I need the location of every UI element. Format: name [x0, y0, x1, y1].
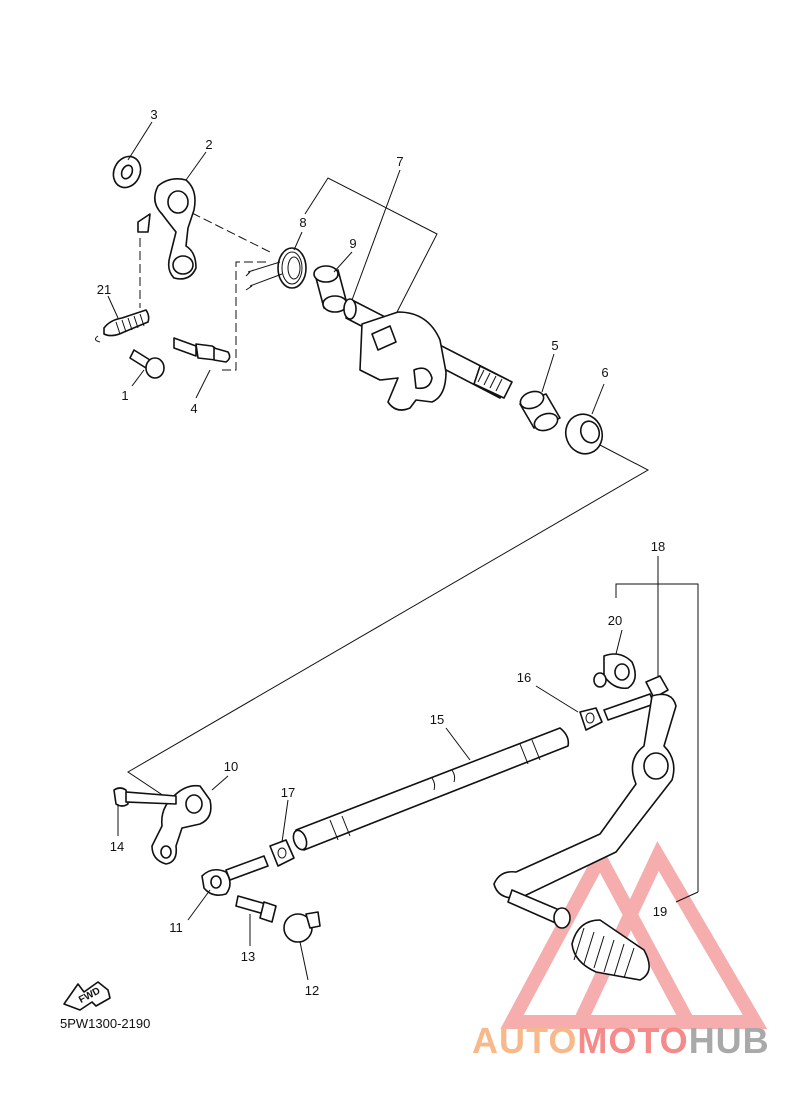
- watermark-hub: HUB: [688, 1020, 770, 1061]
- callout-19: 19: [653, 904, 667, 919]
- dashed-line-6-to-10: [127, 443, 650, 801]
- part-11-rod-end: [201, 855, 269, 896]
- part-21-spring: [94, 309, 150, 343]
- part-12-cap: [283, 911, 321, 943]
- callout-13: 13: [241, 949, 255, 964]
- callout-2: 2: [205, 137, 212, 152]
- callout-21: 21: [97, 282, 111, 297]
- part-4-pin-bolt: [173, 337, 231, 363]
- callout-4: 4: [190, 401, 197, 416]
- part-13-bolt: [235, 895, 277, 923]
- callout-1: 1: [121, 388, 128, 403]
- diagram-code: 5PW1300-2190: [60, 1016, 151, 1031]
- fwd-arrow-icon: FWD: [63, 981, 111, 1011]
- leader-lines: [107, 121, 699, 981]
- callout-7: 7: [396, 154, 403, 169]
- callout-11: 11: [169, 920, 183, 935]
- callout-5: 5: [551, 338, 558, 353]
- part-9-collar: [313, 265, 348, 313]
- watermark-text: AUTOMOTOHUB: [472, 1020, 770, 1062]
- callout-16: 16: [517, 670, 531, 685]
- part-2-stopper-lever: [137, 178, 197, 280]
- part-16-nut: [579, 707, 603, 731]
- callout-17: 17: [281, 785, 295, 800]
- part-15-shift-rod: [292, 727, 570, 851]
- part-7-shift-shaft: [343, 298, 513, 411]
- dashed-line-2-to-8: [191, 212, 271, 253]
- part-19-shift-pedal: [493, 693, 677, 981]
- part-17-nut: [269, 839, 295, 867]
- part-10-shift-arm: [151, 784, 212, 865]
- callout-3: 3: [150, 107, 157, 122]
- part-8-torsion-spring: [245, 247, 307, 291]
- part-3-washer: [112, 155, 142, 189]
- callout-18: 18: [651, 539, 665, 554]
- callout-9: 9: [349, 236, 356, 251]
- part-6-oil-seal: [564, 413, 604, 455]
- callout-15: 15: [430, 712, 444, 727]
- callout-labels: 1 2 3 4 5 6 7 8 9 10 11 12 13 14 15 16 1…: [97, 107, 667, 998]
- part-20-rod-end: [593, 653, 636, 690]
- dashed-line-8-to-4: [222, 261, 266, 371]
- callout-20: 20: [608, 613, 622, 628]
- part-14-bolt: [113, 787, 177, 807]
- callout-8: 8: [299, 215, 306, 230]
- callout-6: 6: [601, 365, 608, 380]
- watermark-auto: AUTO: [472, 1020, 578, 1061]
- callout-14: 14: [110, 839, 124, 854]
- callout-12: 12: [305, 983, 319, 998]
- callout-10: 10: [224, 759, 238, 774]
- part-5-collar: [519, 390, 561, 432]
- group-bracket-18: [615, 583, 699, 892]
- watermark-moto: MOTO: [577, 1020, 689, 1061]
- part-1-bolt: [129, 349, 165, 379]
- group-bracket-7: [304, 177, 438, 315]
